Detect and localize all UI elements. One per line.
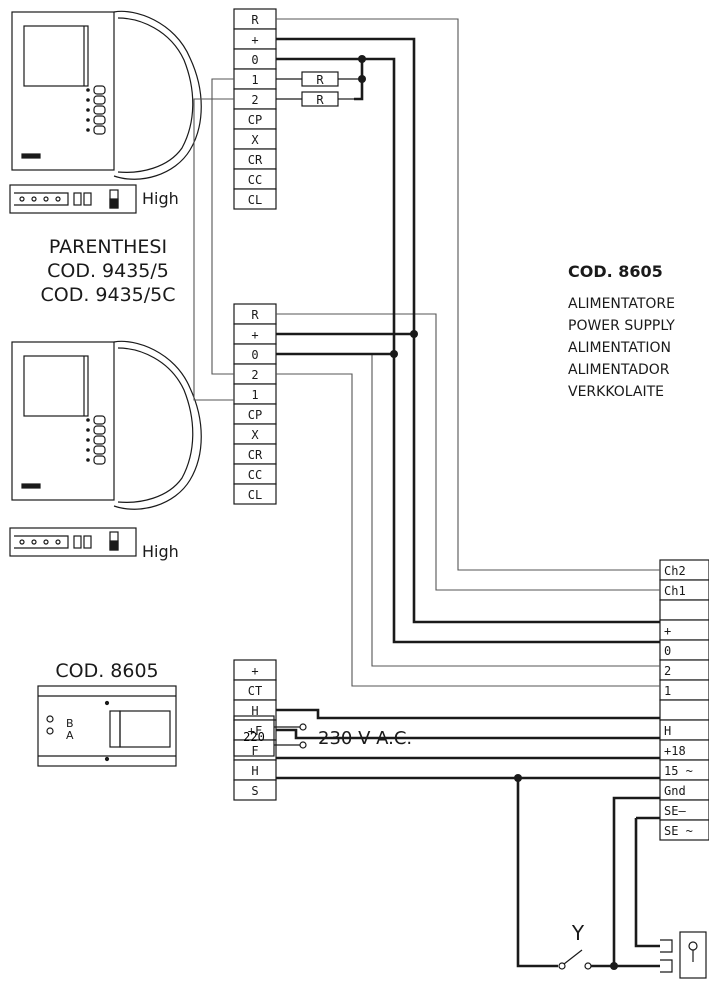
junction-dots <box>358 55 618 970</box>
terminal-label: + <box>251 33 258 47</box>
wire-switch-left <box>516 778 558 968</box>
wire-cross-2 <box>193 98 234 401</box>
terminal-label: X <box>251 428 259 442</box>
terminal-label: CR <box>248 153 263 167</box>
module-code: COD. 8605 <box>55 660 159 682</box>
terminal-label: CR <box>248 448 263 462</box>
terminal-label: Ch2 <box>664 564 686 578</box>
high-label-bottom: High <box>142 542 179 561</box>
wire-plus-f <box>276 728 660 740</box>
mains-terminal: 220 <box>233 715 307 757</box>
terminal-cell <box>233 188 277 210</box>
wire-resistor-bus <box>354 59 364 101</box>
device-code-2: COD. 9435/5C <box>40 284 176 306</box>
resistor-1-label: R <box>316 73 324 87</box>
wire-se-minus <box>612 796 660 966</box>
resistor-2-label: R <box>316 93 324 107</box>
resistors: R R <box>276 71 362 107</box>
terminal-label: + <box>251 328 258 342</box>
terminal-label: X <box>251 133 259 147</box>
terminal-label: H <box>251 764 258 778</box>
terminal-label: Ch1 <box>664 584 686 598</box>
terminal-label: CT <box>248 684 262 698</box>
terminal-label: CC <box>248 173 262 187</box>
power-supply-module <box>37 685 177 767</box>
high-label-top: High <box>142 189 179 208</box>
wire-se-ac <box>634 818 660 948</box>
monitor-screen <box>23 25 89 87</box>
terminal-label: 2 <box>251 368 258 382</box>
monitor-top <box>11 10 202 180</box>
switch-y-label: Y <box>571 921 585 945</box>
terminal-label: CL <box>248 488 262 502</box>
terminal-label: Gnd <box>664 784 686 798</box>
monitor-bottom <box>11 340 202 510</box>
device-name: PARENTHESI <box>48 236 168 258</box>
dip-switch-top <box>9 184 137 214</box>
terminal-label: SE– <box>664 804 686 818</box>
terminal-label: 2 <box>251 93 258 107</box>
power-supply-desc-4: ALIMENTADOR <box>568 362 670 378</box>
mains-terminal-label: 220 <box>243 730 265 744</box>
wire-r-top <box>276 18 660 571</box>
module-a-label: A <box>66 729 74 742</box>
terminal-label: S <box>251 784 258 798</box>
terminal-label: 0 <box>251 348 258 362</box>
terminal-label: + <box>664 624 671 638</box>
power-supply-desc-2: POWER SUPPLY <box>568 318 675 334</box>
terminal-label: +F <box>248 724 262 738</box>
terminal-label: + <box>251 664 258 678</box>
terminal-label: 0 <box>251 53 258 67</box>
terminal-label: 1 <box>251 388 258 402</box>
thick-wires <box>276 37 660 968</box>
switch-y <box>558 949 592 970</box>
terminal-label: SE ~ <box>664 824 693 838</box>
wire-cross-1 <box>211 78 234 375</box>
terminal-label: 0 <box>664 644 671 658</box>
wire-h <box>276 708 660 720</box>
monitor-handset <box>113 10 202 180</box>
terminal-block-monitor-bottom: R +0 2 1CP X CR CC CL <box>233 303 277 505</box>
wire-2-bottom <box>276 353 660 667</box>
terminal-cell <box>233 483 277 505</box>
terminal-label: CP <box>248 408 262 422</box>
monitor-body <box>11 341 115 501</box>
power-supply-desc-3: ALIMENTATION <box>568 340 672 356</box>
terminal-label: 15 ~ <box>664 764 693 778</box>
terminal-label: F <box>251 744 258 758</box>
power-supply-desc-1: ALIMENTATORE <box>568 296 676 312</box>
terminal-label: R <box>251 13 259 27</box>
monitor-body <box>11 11 115 171</box>
terminal-cell <box>659 819 709 841</box>
terminal-label: 1 <box>251 73 258 87</box>
wire-1-bottom <box>276 373 660 687</box>
terminal-cell <box>659 699 709 721</box>
power-supply-code: COD. 8605 <box>568 262 663 281</box>
terminal-block-monitor-top: R +0 1 2CP X CR CC CL <box>233 8 277 210</box>
terminal-label: CP <box>248 113 262 127</box>
device-code-1: COD. 9435/5 <box>47 260 169 282</box>
lock-icon <box>660 931 707 979</box>
terminal-label: R <box>251 308 259 322</box>
terminal-label: H <box>251 704 258 718</box>
mains-label: 230 V A.C. <box>318 728 412 749</box>
terminal-label: 1 <box>664 684 671 698</box>
terminal-cell <box>233 779 277 801</box>
terminal-label: +18 <box>664 744 686 758</box>
wire-r-bottom <box>276 313 660 591</box>
terminal-label: 2 <box>664 664 671 678</box>
terminal-cell <box>659 599 709 621</box>
terminal-label: CC <box>248 468 262 482</box>
terminal-label: CL <box>248 193 262 207</box>
dip-switch-bottom <box>9 527 137 557</box>
module-b-label: B <box>66 717 74 730</box>
terminal-label: H <box>664 724 671 738</box>
power-supply-desc-5: VERKKOLAITE <box>568 384 664 400</box>
